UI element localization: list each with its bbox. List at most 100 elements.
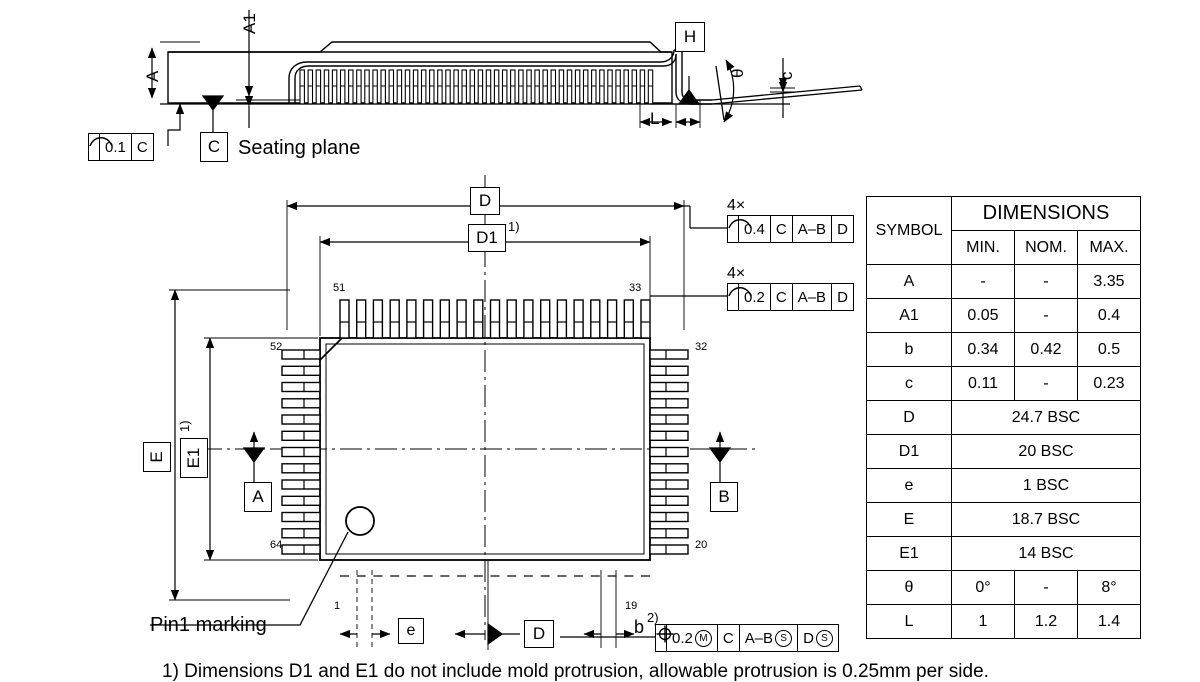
dimension-A1-label: A1 [240, 13, 259, 34]
fcf-position-tolerance-cell: 0.2 M [667, 625, 718, 651]
dimension-E-box: E [143, 442, 171, 472]
position-icon [656, 625, 674, 651]
table-cell-symbol: e [866, 468, 952, 503]
table-cell-nom: - [1014, 298, 1078, 333]
table-cell-max: 0.4 [1077, 298, 1141, 333]
table-cell-value-span: 18.7 BSC [951, 502, 1141, 537]
dimension-e-box: e [398, 618, 424, 644]
datum-D-box: D [524, 620, 554, 648]
side-view-lead-profile [288, 49, 712, 105]
table-cell-min: 0.11 [951, 366, 1015, 401]
dimension-c-label: c [777, 71, 796, 81]
table-cell-min: - [951, 264, 1015, 299]
table-cell-nom: - [1014, 570, 1078, 605]
fcf-profile-02-datum-c: C [771, 284, 793, 310]
datum-H-leader [650, 76, 701, 105]
fcf-profile-04-datum-c: C [771, 216, 793, 242]
package-body-inner [325, 343, 645, 555]
fcf-profile-02-multiplier: 4× [727, 265, 746, 282]
datum-H-box: H [675, 22, 705, 52]
fcf-profile-02-datum-d: D [837, 288, 848, 306]
profile-surface-icon [728, 216, 752, 242]
fcf-profile-04-datum-d: D [837, 220, 848, 238]
fcf-profile-02-datum-ab: A–B [793, 284, 833, 310]
pin-number-left-bottom: 64 [270, 539, 283, 551]
table-cell-symbol: c [866, 366, 952, 401]
table-cell-max: 8° [1077, 570, 1141, 605]
flatness-icon [89, 134, 113, 160]
table-cell-min: 0° [951, 570, 1015, 605]
dimension-L-arrow [639, 100, 701, 128]
pin1-marking-label: Pin1 marking [150, 614, 267, 636]
datum-B-box: B [710, 482, 738, 512]
flatness-datum-C: C [136, 138, 148, 156]
pin-number-right-bottom: 20 [695, 539, 708, 551]
note-1: 1) Dimensions D1 and E1 do not include m… [162, 661, 989, 682]
table-header-symbol: SYMBOL [866, 196, 952, 265]
table-header-dimensions: DIMENSIONS [951, 196, 1141, 231]
table-header-nom: NOM. [1014, 230, 1078, 265]
mmc-modifier-icon: M [694, 629, 712, 647]
fcf-position-datum-ab: A–B [744, 629, 774, 647]
table-cell-min: 0.34 [951, 332, 1015, 367]
pin-number-bottom-right: 19 [625, 600, 638, 612]
fcf-position-tolerance: 0.2 [672, 629, 693, 647]
pin-number-top-left: 51 [333, 282, 346, 294]
dimension-A-label: A [143, 70, 162, 82]
dimension-D1-note-marker: 1) [508, 219, 520, 234]
table-cell-symbol: D [866, 400, 952, 435]
flatness-tolerance: 0.1 [100, 134, 132, 160]
fcf-position-datum-d: D [803, 629, 814, 647]
table-cell-nom: 0.42 [1014, 332, 1078, 367]
table-cell-max: 1.4 [1077, 604, 1141, 639]
table-cell-value-span: 1 BSC [951, 468, 1141, 503]
dimension-b-label: b [634, 617, 645, 637]
fcf-position-datum-ab-cell: A–B S [740, 625, 799, 651]
side-view-lead-bank [299, 69, 654, 105]
dimensions-table: SYMBOL DIMENSIONS MIN. NOM. MAX. A--3.35… [866, 196, 1141, 639]
rfs-modifier-icon: S [775, 629, 793, 647]
datum-D-leader [454, 560, 520, 650]
package-body-chamfer [319, 337, 343, 361]
dimension-E1-box: E1 [180, 438, 208, 478]
rfs-modifier-icon-2: S [815, 629, 833, 647]
dimension-theta-label: θ [728, 68, 747, 78]
fcf-leaders [650, 205, 727, 297]
fcf-profile-04-tolerance: 0.4 [739, 216, 771, 242]
table-cell-nom: - [1014, 366, 1078, 401]
fcf-profile-02: 0.2 C A–B D [727, 283, 854, 311]
dimension-D1-box: D1 [468, 224, 506, 252]
table-cell-value-span: 24.7 BSC [951, 400, 1141, 435]
package-body-outline [319, 337, 651, 561]
fcf-profile-04: 0.4 C A–B D [727, 215, 854, 243]
flatness-feature-control-frame: 0.1 C [88, 133, 154, 161]
table-header-min: MIN. [951, 230, 1015, 265]
datum-B-leader [708, 431, 732, 482]
pin-number-bottom-left: 1 [334, 600, 341, 612]
table-cell-symbol: A [866, 264, 952, 299]
pin1-marking-leader [150, 531, 349, 626]
table-cell-max: 0.5 [1077, 332, 1141, 367]
fcf-profile-04-datum-ab: A–B [793, 216, 833, 242]
profile-surface-icon [728, 284, 752, 310]
datum-C-leader [201, 95, 225, 132]
dimension-c-arrow [770, 58, 795, 118]
table-cell-nom: - [1014, 264, 1078, 299]
table-row: A--3.35 [866, 264, 1141, 299]
dimension-E1-note-marker: 1) [177, 420, 192, 432]
table-cell-min: 1 [951, 604, 1015, 639]
table-header-max: MAX. [1077, 230, 1141, 265]
fcf-position-datum-c: C [718, 625, 740, 651]
pin1-marking-circle [345, 506, 375, 536]
table-header-row-2: MIN. NOM. MAX. [867, 230, 1141, 265]
table-cell-value-span: 14 BSC [951, 536, 1141, 571]
dimension-E1-line [204, 337, 318, 561]
dimension-L-label: L [650, 109, 660, 128]
table-cell-symbol: L [866, 604, 952, 639]
